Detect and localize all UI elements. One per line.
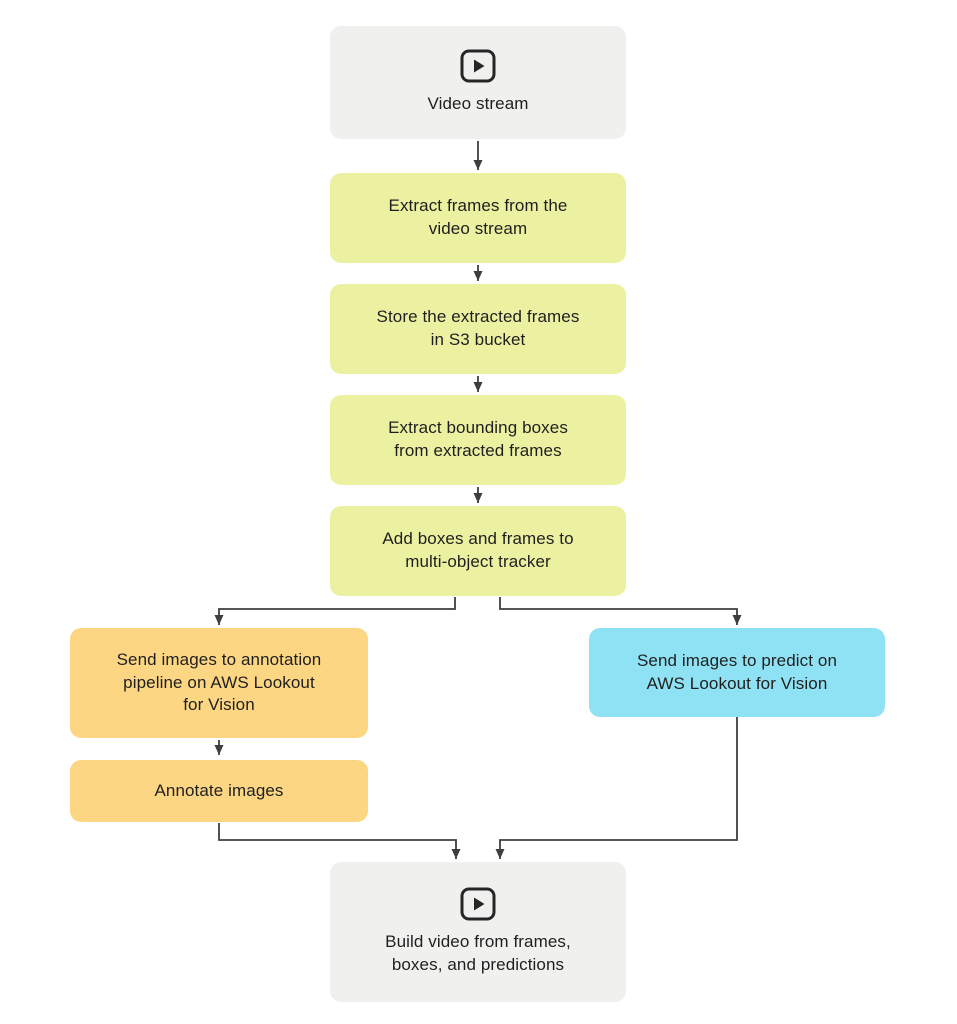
edge-predict-build: [495, 717, 738, 859]
node-label: Extract bounding boxes from extracted fr…: [388, 418, 568, 460]
node-label: Send images to predict on AWS Lookout fo…: [636, 650, 837, 693]
node-label: Build video from frames, boxes, and pred…: [385, 932, 571, 974]
node-label: Store the extracted frames in S3 bucket: [376, 307, 580, 349]
node-extract-frames: Extract frames from the video stream: [330, 173, 626, 263]
edge-tracker-annotation: [214, 597, 456, 625]
node-annotate-images: Annotate images: [70, 760, 368, 822]
node-label: Annotate images: [154, 780, 284, 800]
node-send-predict: Send images to predict on AWS Lookout fo…: [589, 628, 885, 717]
node-build-video: Build video from frames, boxes, and pred…: [330, 862, 626, 1002]
node-extract-bounding-boxes: Extract bounding boxes from extracted fr…: [330, 395, 626, 485]
node-add-tracker: Add boxes and frames to multi-object tra…: [330, 506, 626, 596]
edge-tracker-predict: [499, 597, 742, 625]
node-label: Send images to annotation pipeline on AW…: [116, 650, 322, 715]
video-play-icon: [460, 49, 496, 83]
edge-annotate-build: [218, 823, 461, 859]
node-store-frames: Store the extracted frames in S3 bucket: [330, 284, 626, 374]
node-label: Video stream: [427, 94, 529, 114]
node-label: Extract frames from the video stream: [388, 196, 568, 238]
video-play-icon: [460, 887, 496, 921]
node-label: Add boxes and frames to multi-object tra…: [382, 529, 574, 571]
node-send-annotation: Send images to annotation pipeline on AW…: [70, 628, 368, 738]
node-video-stream: Video stream: [330, 26, 626, 139]
